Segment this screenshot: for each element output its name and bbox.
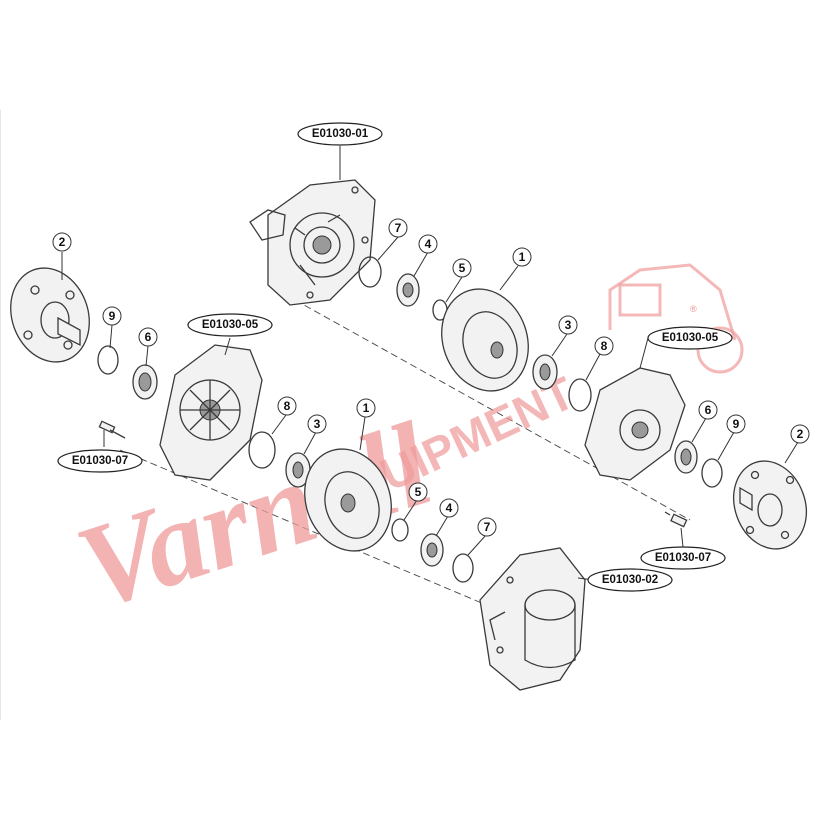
code-text-plate-right: E01030-05 (662, 332, 719, 344)
callout-6-left: 6 (138, 327, 158, 347)
svg-text:4: 4 (446, 501, 453, 515)
top-cover-part (249, 179, 376, 306)
code-label-plate-left: E01030-05 (187, 313, 273, 337)
svg-text:7: 7 (395, 221, 402, 235)
svg-text:5: 5 (459, 261, 466, 275)
callout-2-right: 2 (790, 424, 810, 444)
top-impeller-1-part (441, 288, 529, 392)
svg-text:3: 3 (314, 417, 321, 431)
right-snap-ring-part (701, 458, 723, 488)
left-bolt-part (98, 420, 126, 439)
bot-oring-7-part (452, 553, 474, 583)
mid-oring-8-part (248, 431, 276, 469)
callout-6-right: 6 (698, 400, 718, 420)
callout-5-top: 5 (452, 258, 472, 278)
callout-7-bot: 7 (477, 517, 497, 537)
callout-1-mid: 1 (356, 398, 376, 418)
code-text-plate-left: E01030-05 (202, 319, 259, 331)
top-bearing-4-part (396, 273, 420, 307)
code-label-housing-bottom: E01030-02 (587, 568, 673, 592)
svg-text:9: 9 (733, 417, 740, 431)
svg-text:8: 8 (284, 399, 291, 413)
callout-8-mid: 8 (277, 396, 297, 416)
watermark-reg-mark: ® (690, 304, 697, 314)
callout-8-top: 8 (594, 336, 614, 356)
svg-text:7: 7 (484, 520, 491, 534)
svg-text:1: 1 (519, 250, 526, 264)
top-bearing-3-part (532, 354, 558, 390)
callout-4-bot: 4 (439, 498, 459, 518)
callout-3-mid: 3 (307, 414, 327, 434)
top-oring-7-part (358, 256, 382, 288)
left-seal-part (132, 364, 158, 400)
leader-lines (61, 146, 799, 581)
code-text-housing-bottom: E01030-02 (602, 574, 658, 586)
svg-text:6: 6 (705, 403, 712, 417)
code-label-bolt-right: E01030-07 (640, 546, 726, 570)
callout-2-left: 2 (52, 232, 72, 252)
code-label-cover-top: E01030-01 (297, 122, 383, 146)
left-plate-part (159, 344, 263, 481)
right-seal-part (674, 440, 698, 474)
top-oring-8-part (568, 378, 592, 412)
callout-5-bot: 5 (408, 482, 428, 502)
svg-text:2: 2 (797, 427, 804, 441)
svg-text:4: 4 (425, 237, 432, 251)
left-flange-part (10, 267, 90, 363)
bot-bearing-4-part (420, 533, 444, 567)
mid-impeller-1-part (304, 448, 392, 552)
svg-text:3: 3 (565, 318, 572, 332)
svg-text:5: 5 (415, 485, 422, 499)
callout-7-top: 7 (388, 218, 408, 238)
svg-text:2: 2 (59, 235, 66, 249)
callout-3-top: 3 (558, 315, 578, 335)
code-label-bolt-left: E01030-07 (57, 449, 143, 473)
svg-text:9: 9 (109, 309, 116, 323)
right-plate-part (584, 367, 686, 481)
svg-text:1: 1 (363, 401, 370, 415)
code-text-cover-top: E01030-01 (312, 128, 369, 140)
code-label-plate-right: E01030-05 (647, 326, 733, 350)
bottom-housing-part (479, 547, 586, 691)
code-text-bolt-right: E01030-07 (655, 552, 711, 564)
callout-9-left: 9 (102, 306, 122, 326)
svg-text:8: 8 (601, 339, 608, 353)
bot-washer-5-part (391, 518, 409, 542)
right-flange-part (733, 460, 807, 550)
right-bolt-part (664, 511, 688, 528)
tractor-watermark-icon (608, 263, 744, 374)
centerlines (119, 299, 691, 616)
svg-text:6: 6 (145, 330, 152, 344)
code-text-bolt-left: E01030-07 (72, 455, 128, 467)
callout-1-top: 1 (512, 247, 532, 267)
callout-4-top: 4 (418, 234, 438, 254)
left-snap-ring-part (97, 345, 119, 375)
callout-9-right: 9 (726, 414, 746, 434)
mid-bearing-3-part (285, 452, 311, 488)
